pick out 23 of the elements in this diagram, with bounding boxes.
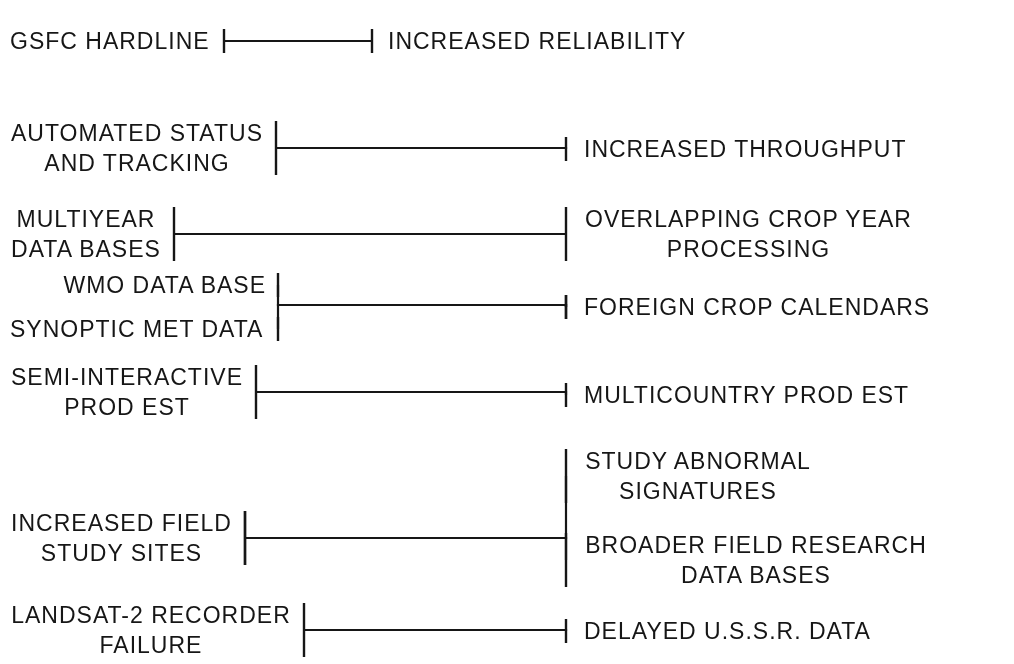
item-label: INCREASED FIELD STUDY SITES bbox=[10, 508, 233, 568]
item-label: INCREASED THROUGHPUT bbox=[584, 134, 909, 164]
item-label: AUTOMATED STATUS AND TRACKING bbox=[10, 118, 264, 178]
bracket-connector bbox=[254, 363, 568, 421]
item-label: WMO DATA BASE bbox=[10, 270, 266, 300]
item-label: SEMI-INTERACTIVE PROD EST bbox=[10, 362, 244, 422]
bracket-connector bbox=[243, 509, 568, 589]
item-label: SYNOPTIC MET DATA bbox=[10, 314, 266, 344]
item-label: MULTICOUNTRY PROD EST bbox=[584, 380, 912, 410]
bracket-connector bbox=[274, 119, 568, 177]
item-label: BROADER FIELD RESEARCH DATA BASES bbox=[584, 530, 928, 590]
item-label: LANDSAT-2 RECORDER FAILURE bbox=[10, 600, 292, 660]
item-label: MULTIYEAR DATA BASES bbox=[10, 204, 162, 264]
item-label: OVERLAPPING CROP YEAR PROCESSING bbox=[584, 204, 913, 264]
item-label: STUDY ABNORMAL SIGNATURES bbox=[584, 446, 812, 506]
item-label: INCREASED RELIABILITY bbox=[388, 26, 689, 56]
item-label: DELAYED U.S.S.R. DATA bbox=[584, 616, 873, 646]
bracket-connector bbox=[276, 293, 568, 343]
bracket-connector bbox=[302, 601, 568, 659]
item-label: GSFC HARDLINE bbox=[10, 26, 212, 56]
bracket-connector bbox=[222, 27, 374, 55]
item-label: FOREIGN CROP CALENDARS bbox=[584, 292, 933, 322]
bracket-connector bbox=[172, 205, 568, 263]
